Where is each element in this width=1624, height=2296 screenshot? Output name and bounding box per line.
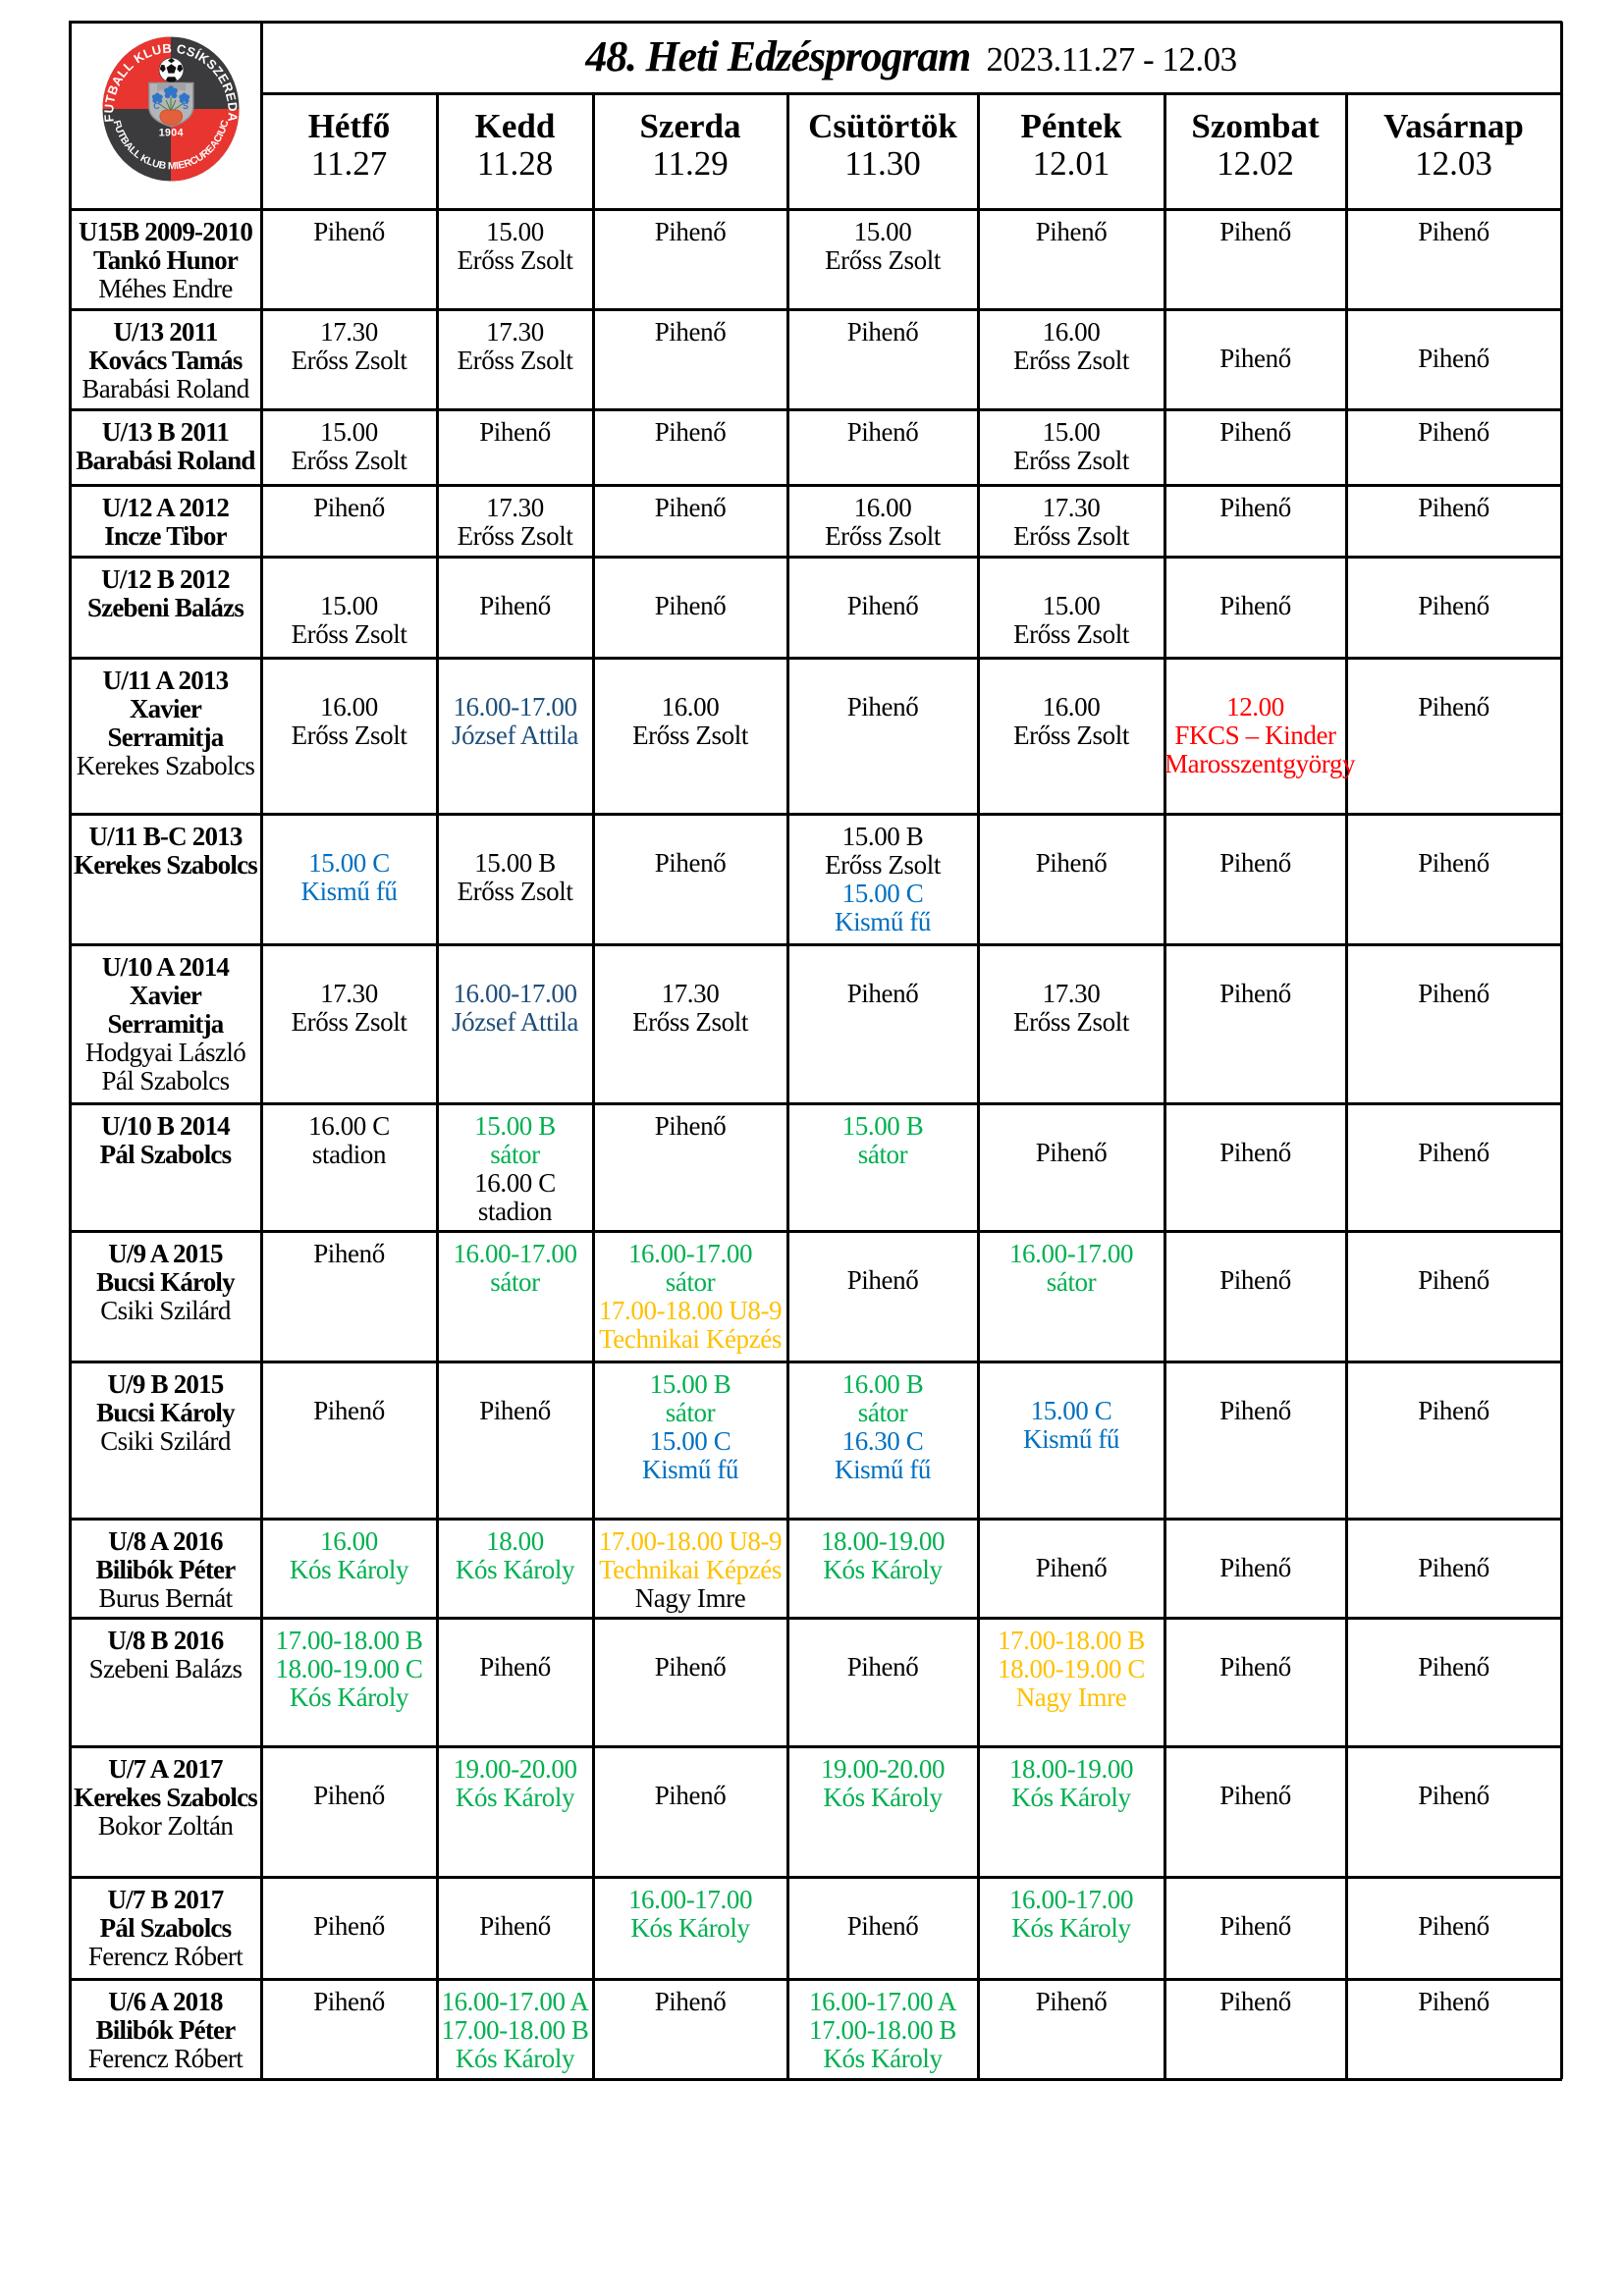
svg-text:S: S <box>183 101 189 111</box>
svg-text:C: C <box>153 101 160 111</box>
svg-text:1904: 1904 <box>159 128 184 139</box>
